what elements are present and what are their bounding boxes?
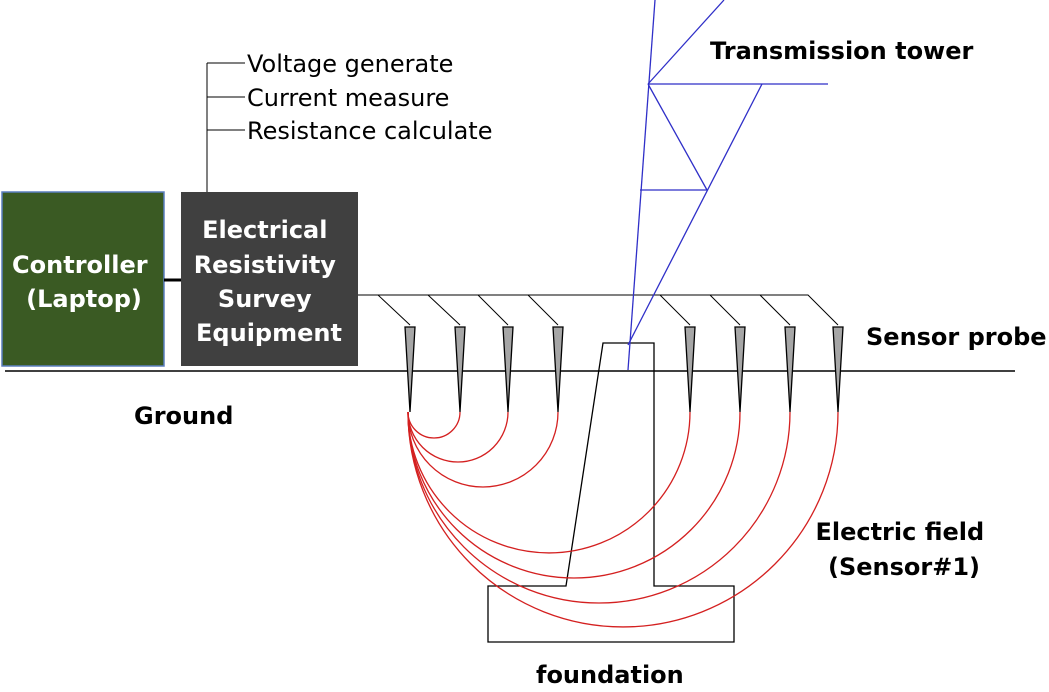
electric-field-arc-1 xyxy=(407,411,461,439)
function-current-label: Current measure xyxy=(247,84,449,112)
sensor-probe-1 xyxy=(404,326,416,413)
transmission-tower xyxy=(627,0,828,371)
sensor-probe-label: Sensor probe xyxy=(866,323,1047,351)
electric-field-label-line-2: (Sensor#1) xyxy=(828,553,980,581)
equipment-label-line-4: Equipment xyxy=(196,319,342,347)
transmission-tower-label: Transmission tower xyxy=(710,37,974,65)
controller-box xyxy=(1,191,165,367)
electric-field-arc-3 xyxy=(407,411,559,488)
controller-label: Controller (Laptop) xyxy=(12,251,156,313)
sensor-probe-7 xyxy=(784,326,796,413)
sensor-probe-8 xyxy=(832,326,844,413)
electric-field-label: Electric field (Sensor#1) xyxy=(815,518,992,581)
equipment-label: Electrical Resistivity Survey Equipment xyxy=(194,216,345,347)
foundation-label: foundation xyxy=(536,661,684,688)
sensor-probe-4 xyxy=(552,326,564,413)
sensor-probe-5 xyxy=(684,326,696,413)
foundation-outline xyxy=(487,342,735,643)
function-resistance-label: Resistance calculate xyxy=(247,117,492,145)
equipment-label-line-2: Resistivity xyxy=(194,251,337,279)
function-voltage-label: Voltage generate xyxy=(247,50,453,78)
electric-field-arc-7 xyxy=(407,411,839,628)
electric-field-label-line-1: Electric field xyxy=(815,518,984,546)
sensor-probe-2 xyxy=(454,326,466,413)
probe-cable xyxy=(358,294,839,326)
sensor-probe-3 xyxy=(502,326,514,413)
controller-label-line-1: Controller xyxy=(12,251,148,279)
sensor-probe-6 xyxy=(734,326,746,413)
function-bracket xyxy=(206,62,245,192)
ground-label: Ground xyxy=(134,402,233,430)
equipment-label-line-3: Survey xyxy=(218,285,312,313)
electric-field-arc-5 xyxy=(407,411,741,579)
equipment-label-line-1: Electrical xyxy=(202,216,327,244)
electric-field-arc-6 xyxy=(407,411,791,604)
electric-field-arc-2 xyxy=(407,411,509,463)
electric-field-arc-4 xyxy=(407,411,691,554)
sensor-probes xyxy=(404,326,844,413)
equipment-box xyxy=(181,192,358,366)
controller-label-line-2: (Laptop) xyxy=(26,285,142,313)
electric-field-lines xyxy=(407,411,839,628)
